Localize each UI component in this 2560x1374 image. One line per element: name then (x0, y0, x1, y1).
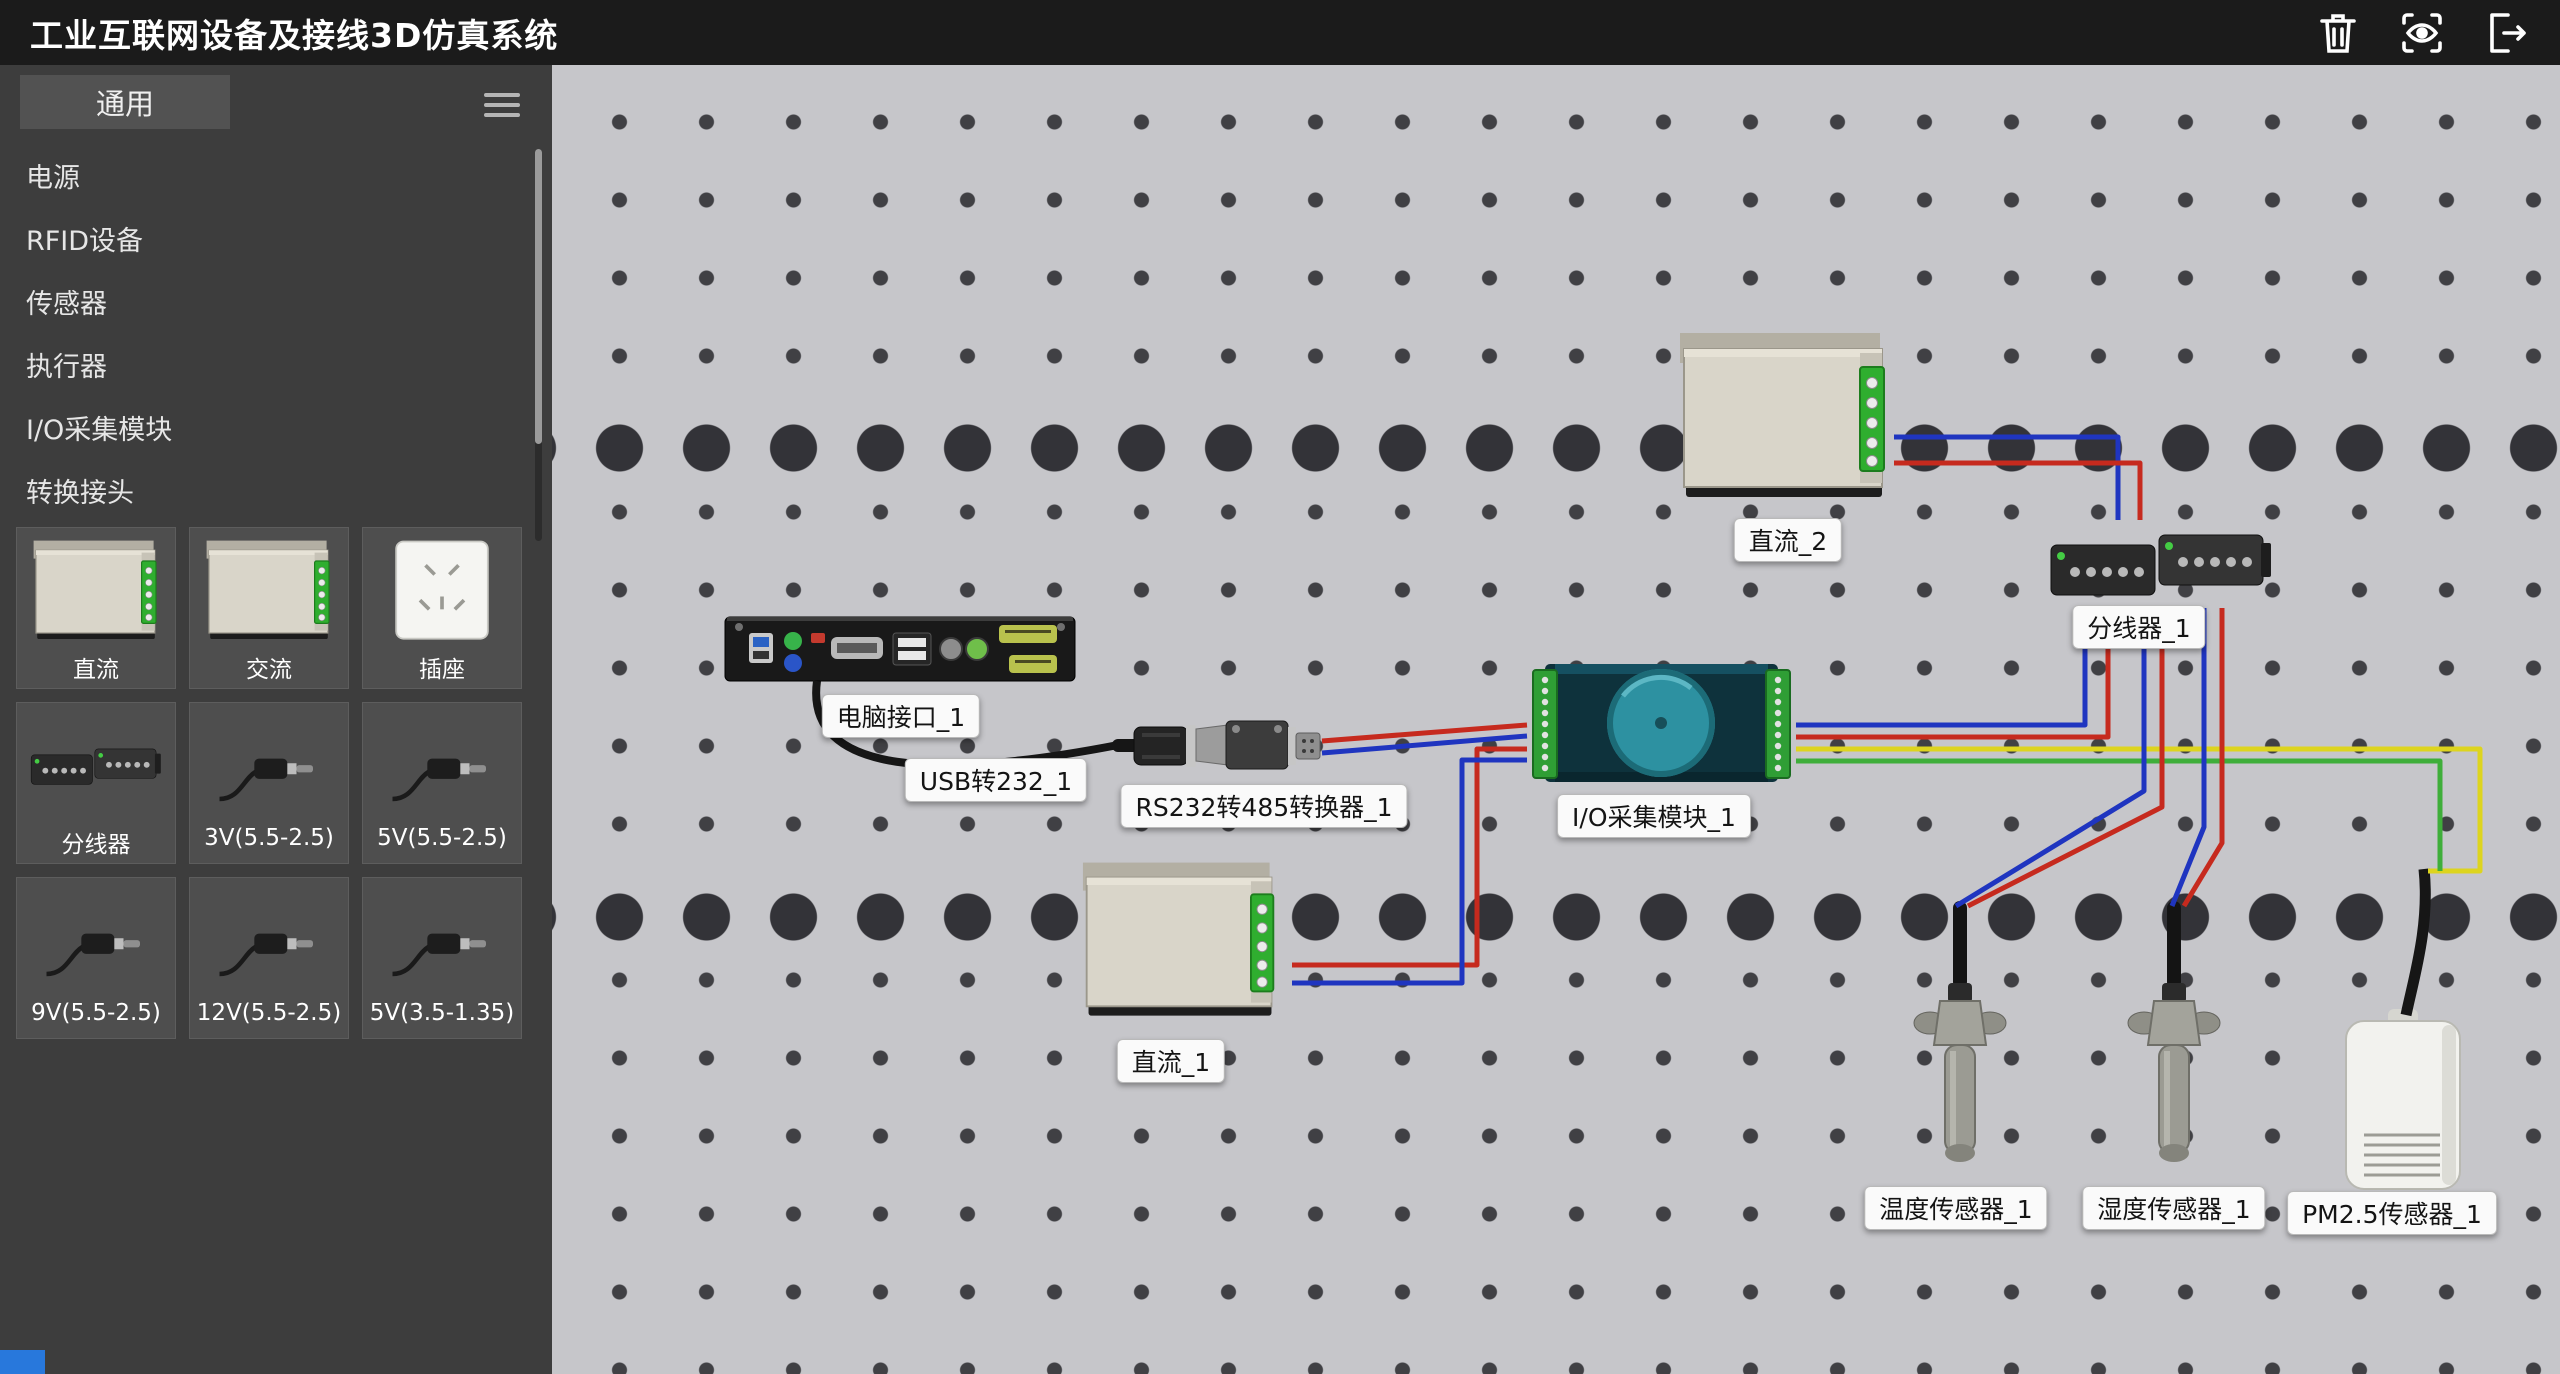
sidebar-item-actuators[interactable]: 执行器 (26, 352, 107, 383)
eye-icon[interactable] (2398, 9, 2446, 57)
card-12v-adapter[interactable]: 12V(5.5-2.5) (189, 877, 349, 1039)
card-label: 12V(5.5-2.5) (196, 1000, 342, 1026)
wire-blue[interactable] (1321, 733, 1528, 756)
sidebar-item-rfid[interactable]: RFID设备 (26, 226, 144, 257)
component-sidebar: 通用 电源 RFID设备 传感器 执行器 I/O采集模块 转换接头 直流 交流 (0, 65, 552, 1374)
adapter-plug-icon (203, 711, 335, 821)
card-9v-adapter[interactable]: 9V(5.5-2.5) (16, 877, 176, 1039)
wire-black-pm25-cable[interactable] (2400, 868, 2431, 1017)
card-5v-adapter[interactable]: 5V(5.5-2.5) (362, 702, 522, 864)
trash-icon[interactable] (2314, 9, 2362, 57)
app-title: 工业互联网设备及接线3D仿真系统 (30, 15, 559, 55)
category-menu: 电源 RFID设备 传感器 执行器 I/O采集模块 转换接头 (0, 147, 552, 525)
wire-green[interactable] (1796, 758, 2443, 871)
adapter-plug-icon (376, 886, 508, 996)
wires-layer (812, 434, 2483, 1017)
ac-power-icon (203, 536, 335, 646)
socket-icon (376, 536, 508, 646)
dc-power-icon (30, 536, 162, 646)
simulation-canvas[interactable]: 直流_2 电脑接口_1 USB转232_1 RS232转485转换器_1 I/O… (552, 65, 2560, 1374)
device-label-humidity-sensor: 湿度传感器_1 (2082, 1186, 2266, 1230)
device-label-splitter: 分线器_1 (2072, 605, 2206, 649)
card-label: 分线器 (61, 832, 131, 858)
card-label: 5V(3.5-1.35) (369, 1000, 515, 1026)
sidebar-item-sensors[interactable]: 传感器 (26, 289, 107, 320)
card-dc-power[interactable]: 直流 (16, 527, 176, 689)
sidebar-item-power[interactable]: 电源 (26, 163, 80, 194)
card-5v-small-adapter[interactable]: 5V(3.5-1.35) (362, 877, 522, 1039)
header-bar: 工业互联网设备及接线3D仿真系统 (0, 0, 2560, 65)
device-label-io-module: I/O采集模块_1 (1557, 794, 1751, 838)
adapter-plug-icon (203, 886, 335, 996)
card-label: 直流 (73, 657, 119, 683)
wire-red[interactable] (2181, 608, 2225, 908)
wire-yellow[interactable] (1796, 746, 2483, 874)
component-palette: 直流 交流 插座 分线器 3V(5.5-2.5) 5V(5.5-2.5) (16, 527, 522, 1039)
hamburger-menu-icon[interactable] (484, 87, 520, 123)
card-label: 5V(5.5-2.5) (377, 825, 507, 851)
card-label: 9V(5.5-2.5) (31, 1000, 161, 1026)
wire-blue[interactable] (1954, 608, 2147, 909)
device-label-pm25-sensor: PM2.5传感器_1 (2287, 1191, 2497, 1235)
header-actions (2314, 9, 2560, 57)
wire-blue[interactable] (1292, 757, 1527, 986)
card-label: 3V(5.5-2.5) (204, 825, 334, 851)
adapter-plug-icon (376, 711, 508, 821)
card-splitter[interactable]: 分线器 (16, 702, 176, 864)
wire-red[interactable] (1321, 722, 1528, 744)
pegboard-hole-row (552, 891, 2560, 943)
wire-black-pc-to-usb[interactable] (812, 680, 1119, 769)
tab-general[interactable]: 通用 (20, 75, 230, 129)
device-label-dc2: 直流_2 (1733, 518, 1843, 562)
adapter-plug-icon (30, 886, 162, 996)
sidebar-scrollbar-track (535, 149, 542, 541)
device-label-temp-sensor: 温度传感器_1 (1864, 1186, 2048, 1230)
card-3v-adapter[interactable]: 3V(5.5-2.5) (189, 702, 349, 864)
device-label-pc-interface: 电脑接口_1 (821, 694, 981, 738)
device-label-dc1: 直流_1 (1116, 1039, 1226, 1083)
sidebar-scrollbar-thumb[interactable] (535, 149, 542, 444)
card-label: 交流 (246, 657, 292, 683)
wire-red[interactable] (1894, 460, 2143, 520)
wire-blue[interactable] (1796, 608, 2088, 728)
sidebar-corner-accent (0, 1350, 45, 1374)
wire-red[interactable] (1796, 608, 2111, 740)
card-socket[interactable]: 插座 (362, 527, 522, 689)
wire-blue[interactable] (2169, 608, 2207, 907)
card-ac-power[interactable]: 交流 (189, 527, 349, 689)
device-label-rs232-485: RS232转485转换器_1 (1120, 784, 1408, 828)
exit-icon[interactable] (2482, 9, 2530, 57)
pegboard-hole-row (552, 422, 2560, 474)
sidebar-item-io-modules[interactable]: I/O采集模块 (26, 415, 173, 446)
wire-blue[interactable] (1894, 434, 2121, 520)
device-label-usb232: USB转232_1 (904, 758, 1088, 802)
wire-red[interactable] (1292, 746, 1527, 968)
sidebar-item-adapters[interactable]: 转换接头 (26, 478, 134, 509)
wire-red[interactable] (1966, 608, 2165, 909)
splitter-icon (30, 711, 162, 821)
card-label: 插座 (419, 657, 465, 683)
